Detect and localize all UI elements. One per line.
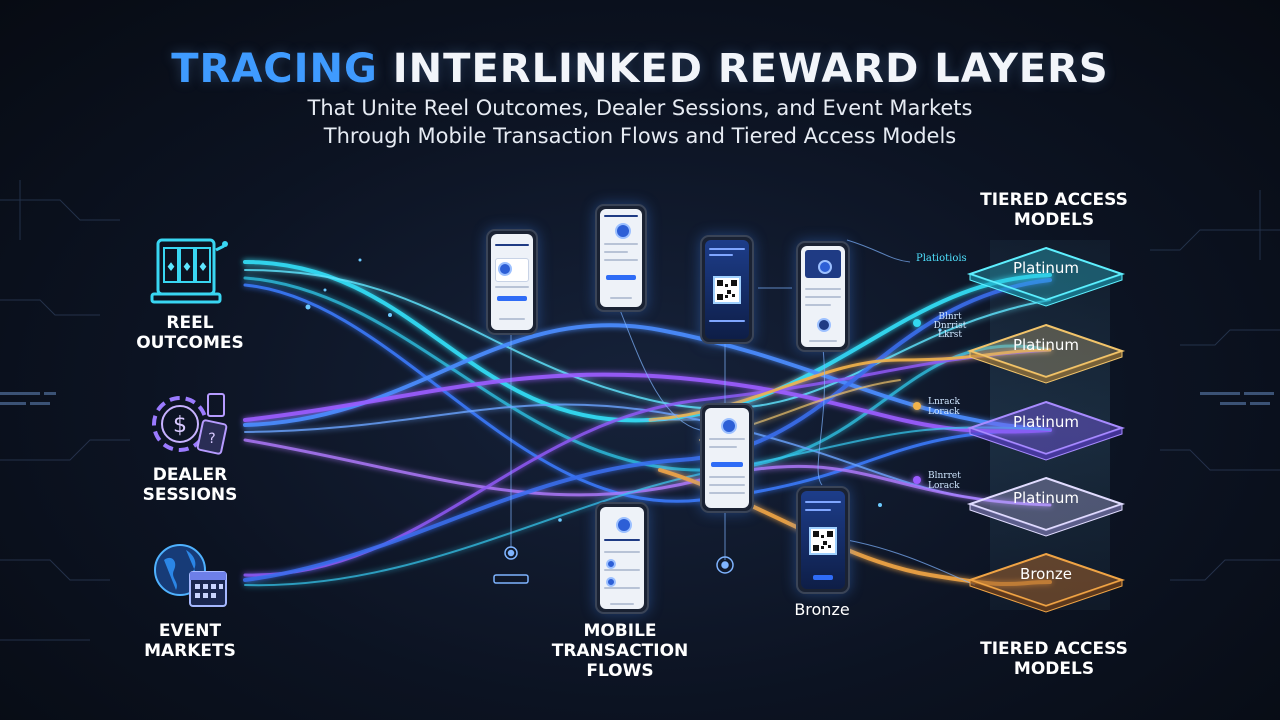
tag-platinum: Platiotiois [916,253,967,264]
tag-line: Lnrack [928,397,960,407]
tag-line: Lorack [928,481,960,491]
tag-dot-gold [913,402,921,410]
tier-label: Platinum [1012,489,1080,507]
center-label-line: TRANSACTION [551,641,689,661]
source-label-line: SESSIONS [142,485,238,505]
tier-platinum-2: Platinum [966,321,1126,385]
tag-dot-purple [913,476,921,484]
source-label-reel-outcomes: REEL OUTCOMES [120,313,260,353]
flow-purple-1 [243,372,1052,434]
tier-platinum-4: Platinum [966,474,1126,538]
tag-group-4: Blnrret Lorack [928,471,961,491]
phone-connectors [510,239,976,586]
subtitle-line-1: That Unite Reel Outcomes, Dealer Session… [307,96,973,120]
phone-screen [600,209,642,307]
tiers-header: TIERED ACCESS MODELS [964,190,1144,230]
phone-screen [705,240,749,339]
center-label-line: FLOWS [586,661,654,681]
connector-nodes [493,546,734,584]
qr-code-icon [713,276,741,304]
phone-mockup-qr-1 [700,235,754,344]
source-label-line: DEALER [152,465,228,485]
casino-chip-icon: $ ? [150,388,230,462]
source-label-event-markets: EVENT MARKETS [120,621,260,661]
qr-code-icon [809,527,837,555]
phone-screen [705,408,749,508]
phone-screen [801,246,845,347]
title-rest: INTERLINKED REWARD LAYERS [392,46,1109,92]
phone-mockup-2 [595,204,647,312]
flow-blue-1 [243,283,1052,503]
tier-label: Platinum [1012,336,1080,354]
bronze-caption: Bronze [794,600,850,619]
tier-label: Platinum [1012,413,1080,431]
source-label-line: MARKETS [144,641,236,661]
tiers-footer-line: TIERED ACCESS [980,639,1128,659]
phone-screen [801,491,845,589]
tag-line: Blnrret [928,471,961,481]
tier-label: Bronze [1020,565,1072,583]
tag-dot-cyan [913,319,921,327]
sparkle-dots [305,258,942,522]
flow-cyan-4 [244,426,1051,587]
data-ticks-right [1200,392,1274,405]
phone-mockup-qr-2 [796,486,850,594]
subtitle-line-2: Through Mobile Transaction Flows and Tie… [323,124,957,148]
phone-screen [491,234,533,330]
phone-mockup-1 [486,229,538,335]
phone-screen [600,507,644,609]
source-label-line: OUTCOMES [136,333,244,353]
flow-cyan-3 [243,276,1052,472]
tag-group-2: Blnrt Dnrrist Lkrst [930,313,970,340]
center-label-line: MOBILE [583,621,657,641]
tiers-footer: TIERED ACCESS MODELS [964,639,1144,679]
tier-bronze: Bronze [966,550,1126,614]
title-highlight: TRACING [171,46,378,92]
mobile-transaction-flows-label: MOBILE TRANSACTION FLOWS [540,621,700,681]
phone-mockup-4 [700,403,754,513]
page-title: TRACING INTERLINKED REWARD LAYERS [0,46,1280,92]
tier-platinum-3: Platinum [966,398,1126,462]
flow-blue-4 [243,278,1052,582]
tier-platinum-1: Platinum [966,244,1126,308]
flow-purple-2 [243,438,1052,507]
tag-line: Lkrst [938,330,962,340]
phone-mockup-3 [796,241,850,352]
tag-group-3: Lnrack Lorack [928,397,960,417]
svg-text:$: $ [173,413,187,438]
tag-line: Lorack [928,407,960,417]
svg-text:♦: ♦ [198,260,209,274]
tag-line: Dnrrist [933,321,967,331]
source-label-line: REEL [166,313,214,333]
data-ticks-left [0,392,56,405]
tier-label: Platinum [1012,259,1080,277]
svg-text:♦: ♦ [182,260,193,274]
svg-text:♦: ♦ [166,260,177,274]
tiers-header-line: TIERED ACCESS [980,190,1128,210]
source-label-dealer-sessions: DEALER SESSIONS [120,465,260,505]
slot-machine-icon: ♦ ♦ ♦ [150,236,230,310]
circuit-lines-left [0,180,130,641]
flow-cyan-2 [244,269,1051,410]
globe-calendar-icon [150,540,230,614]
circuit-lines-right [1150,190,1280,581]
tiers-header-line: MODELS [1013,210,1095,230]
tiers-footer-line: MODELS [1013,659,1095,679]
svg-text:?: ? [208,431,215,447]
source-label-line: EVENT [158,621,222,641]
phone-mockup-5 [595,502,649,614]
tag-line: Blnrt [938,312,962,322]
